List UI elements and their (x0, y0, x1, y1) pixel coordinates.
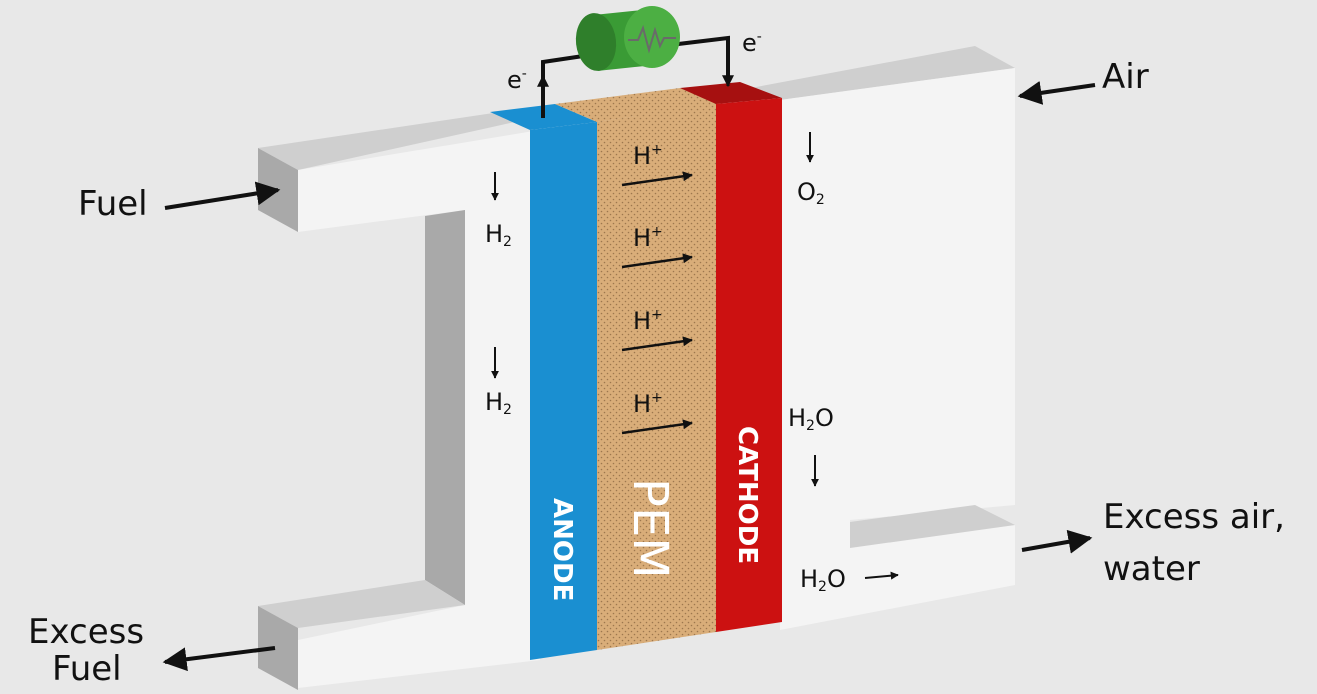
cathode-label: CATHODE (732, 426, 762, 565)
h2o-right-arrow (864, 571, 899, 580)
pem-label: PEM (622, 478, 678, 579)
fuel-body (298, 130, 540, 688)
air-inlet-arrow (1017, 80, 1096, 105)
excess-fuel-label-line2: Fuel (52, 649, 122, 689)
fuel-inlet-top (258, 112, 560, 170)
h2-label-2: H2 (485, 388, 512, 418)
proton-arrow-4 (621, 419, 693, 435)
proton-label-4: H+ (633, 390, 663, 418)
h2o-label-cathode: H2O (788, 404, 834, 434)
excess-fuel-label-line1: Excess (28, 612, 145, 652)
h2o-label-outlet: H2O (800, 565, 846, 595)
air-channel (740, 46, 1015, 630)
flow-arrows (162, 80, 1096, 672)
air-body (780, 68, 1015, 630)
anode-layer (530, 122, 597, 660)
excess-air-label-line1: Excess air, (1103, 497, 1285, 537)
electron-label-cathode: e- (742, 29, 762, 57)
proton-label-1: H+ (633, 142, 663, 170)
air-outlet-top (850, 505, 1015, 548)
proton-arrow-3 (621, 336, 693, 352)
anode-label: ANODE (547, 498, 577, 602)
proton-label-3: H+ (633, 307, 663, 335)
excess-air-label-line2: water (1103, 549, 1200, 589)
fuel-label: Fuel (78, 184, 148, 224)
resistor-load-icon (575, 6, 680, 71)
fuel-outlet-top (258, 580, 465, 628)
fuel-channel (258, 112, 560, 690)
air-inlet-top (740, 46, 1015, 100)
fuel-inlet-arrow (164, 181, 281, 210)
pem-top-dots (555, 88, 720, 122)
excess-fuel-arrow (162, 646, 276, 672)
electron-label-anode: e- (507, 66, 527, 94)
h2-label-1: H2 (485, 220, 512, 250)
cathode-layer (716, 98, 782, 632)
fuel-outlet-face (258, 606, 298, 690)
fuel-inner-wall (425, 210, 465, 605)
cathode-top (680, 82, 782, 104)
proton-arrow-1 (621, 171, 693, 187)
o2-label: O2 (797, 178, 825, 208)
proton-label-2: H+ (633, 224, 663, 252)
pem-layer-dots (597, 104, 716, 650)
proton-arrow-2 (621, 253, 693, 269)
excess-air-arrow (1021, 529, 1093, 554)
air-label: Air (1102, 57, 1149, 97)
